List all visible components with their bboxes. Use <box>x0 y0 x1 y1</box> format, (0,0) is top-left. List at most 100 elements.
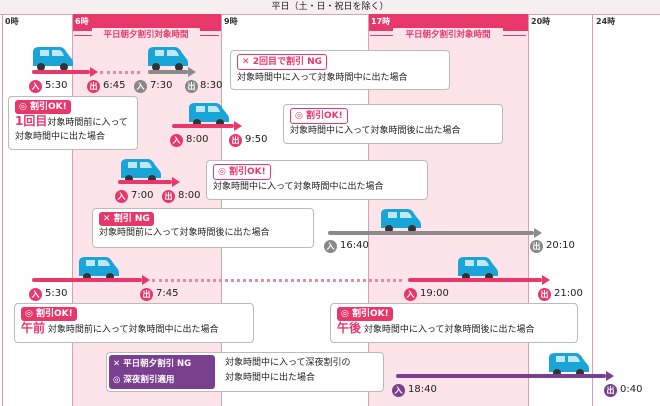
trip-3-in-time: 8:00 <box>186 134 209 145</box>
in-badge: 入 <box>115 190 128 203</box>
callout-2: ✕ 2回目で割引 NG 対象時間中に入って対象時間中に出た場合 <box>230 50 450 90</box>
night-tag: ✕ 平日朝夕割引 NG ◎ 深夜割引適用 <box>109 355 215 389</box>
out-badge: 出 <box>185 80 198 93</box>
callout-7: ✕ 平日朝夕割引 NG ◎ 深夜割引適用 対象時間中に入って深夜割引の 対象時間… <box>106 352 384 392</box>
hour-line-0 <box>2 14 3 406</box>
in-badge: 入 <box>29 80 42 93</box>
ok-icon: ◎ <box>113 375 121 385</box>
tag-label: 割引OK! <box>352 309 389 319</box>
trip-4-in-time: 7:00 <box>131 190 154 201</box>
trip-6-pm-in-time: 19:00 <box>420 288 449 299</box>
out-badge: 出 <box>538 288 551 301</box>
tag-label: 平日朝夕割引 NG <box>123 359 192 369</box>
hour-label-6: 6時 <box>75 17 89 26</box>
ok-icon: ◎ <box>218 167 226 177</box>
in-badge: 入 <box>404 288 417 301</box>
tag-label: 深夜割引適用 <box>123 375 175 385</box>
callout-6-am: ◎ 割引OK! 午前 対象時間前に入って対象時間中に出た場合 <box>14 303 254 343</box>
hour-line-6 <box>72 14 73 406</box>
trip-1-out-time: 6:45 <box>103 80 126 91</box>
ok-tag: ◎ 割引OK! <box>213 164 271 180</box>
out-badge: 出 <box>229 134 242 147</box>
callout-desc: 対象時間前に入って対象時間中に出た場合 <box>47 325 219 335</box>
trip-4-bar <box>118 180 172 184</box>
pm-label: 午後 <box>337 321 362 335</box>
hour-line-20 <box>528 14 529 406</box>
car-icon <box>186 100 230 128</box>
first-time-label: 1回目 <box>15 114 48 128</box>
trip-7-bar <box>396 374 606 378</box>
ok-tag: ◎ 割引OK! <box>15 100 71 114</box>
out-badge: 出 <box>604 384 617 397</box>
callout-desc: 対象時間前に入って対象時間後に出た場合 <box>99 228 270 238</box>
in-badge: 入 <box>324 240 337 253</box>
am-label: 午前 <box>21 321 46 335</box>
ok-icon: ◎ <box>19 102 27 112</box>
arrow-head <box>172 177 180 187</box>
arrow-head <box>90 67 98 77</box>
hour-label-24: 24時 <box>596 17 616 26</box>
trip-1-bar <box>32 70 90 74</box>
arrow-head <box>534 228 542 238</box>
ok-tag: ◎ 割引OK! <box>337 307 393 321</box>
tag-label: 割引OK! <box>306 111 343 121</box>
trip-6-am-bar <box>32 278 142 282</box>
ok-icon: ◎ <box>341 309 349 319</box>
morning-hour-bar <box>72 14 221 31</box>
arrow-head <box>142 275 150 285</box>
in-badge: 入 <box>29 288 42 301</box>
gap-dots <box>100 71 140 74</box>
hour-line-24 <box>592 14 593 406</box>
out-badge: 出 <box>87 80 100 93</box>
callout-1: ◎ 割引OK! 1回目対象時間前に入って 対象時間中に出た場合 <box>8 96 138 150</box>
trip-6-pm-out-time: 21:00 <box>554 288 583 299</box>
tag-label: 割引OK! <box>36 309 73 319</box>
trip-2-in-time: 7:30 <box>150 80 173 91</box>
hour-label-17: 17時 <box>371 17 391 26</box>
trip-3-out-time: 9:50 <box>245 134 268 145</box>
ng-icon: ✕ <box>103 214 111 224</box>
in-badge: 入 <box>392 384 405 397</box>
callout-desc: 対象時間前に入って <box>47 118 128 128</box>
evening-hour-bar <box>368 14 528 31</box>
hour-label-20: 20時 <box>531 17 551 26</box>
trip-7-out-time: 0:40 <box>620 384 643 395</box>
car-icon <box>30 44 74 72</box>
callout-4: ◎ 割引OK! 対象時間中に入って対象時間中に出た場合 <box>206 160 428 200</box>
trip-2-bar <box>148 70 188 74</box>
trip-1-in-time: 5:30 <box>45 80 68 91</box>
ok-tag: ◎ 割引OK! <box>290 108 348 124</box>
header-title: 平日（土・日・祝日を除く） <box>271 2 389 12</box>
tag-label: 割引OK! <box>30 102 67 112</box>
in-badge: 入 <box>134 80 147 93</box>
header-bar: 平日（土・日・祝日を除く） <box>0 0 660 15</box>
callout-desc: 対象時間中に入って対象時間中に出た場合 <box>213 182 384 192</box>
evening-zone-label: 平日朝夕割引対象時間 <box>393 28 503 42</box>
trip-5-in-time: 16:40 <box>340 240 369 251</box>
arrow-head <box>234 121 242 131</box>
callout-desc: 対象時間中に入って対象時間後に出た場合 <box>363 325 535 335</box>
out-badge: 出 <box>162 190 175 203</box>
trip-5-bar <box>328 231 534 235</box>
ng-tag: ✕ 割引 NG <box>99 212 154 226</box>
callout-desc: 対象時間中に入って対象時間中に出た場合 <box>237 73 408 83</box>
hour-line-17 <box>368 14 369 406</box>
gap-dots <box>152 279 402 282</box>
trip-2-out-time: 8:30 <box>200 80 223 91</box>
ng-tag: ✕ 2回目で割引 NG <box>237 54 328 70</box>
callout-5: ✕ 割引 NG 対象時間前に入って対象時間後に出た場合 <box>92 208 314 248</box>
trip-5-out-time: 20:10 <box>546 240 575 251</box>
callout-3: ◎ 割引OK! 対象時間中に入って対象時間後に出た場合 <box>283 104 503 144</box>
hour-label-9: 9時 <box>224 17 238 26</box>
callout-desc: 対象時間中に入って深夜割引の <box>225 358 351 368</box>
ok-tag: ◎ 割引OK! <box>21 307 77 321</box>
trip-6-am-in-time: 5:30 <box>45 288 68 299</box>
tag-label: 割引 NG <box>113 214 150 224</box>
in-badge: 入 <box>170 134 183 147</box>
morning-zone-label: 平日朝夕割引対象時間 <box>92 28 200 42</box>
callout-6-pm: ◎ 割引OK! 午後 対象時間中に入って対象時間後に出た場合 <box>330 303 578 343</box>
trip-3-bar <box>172 124 234 128</box>
arrow-head <box>606 371 614 381</box>
trip-4-out-time: 8:00 <box>178 190 201 201</box>
callout-desc: 対象時間中に出た場合 <box>15 132 106 142</box>
